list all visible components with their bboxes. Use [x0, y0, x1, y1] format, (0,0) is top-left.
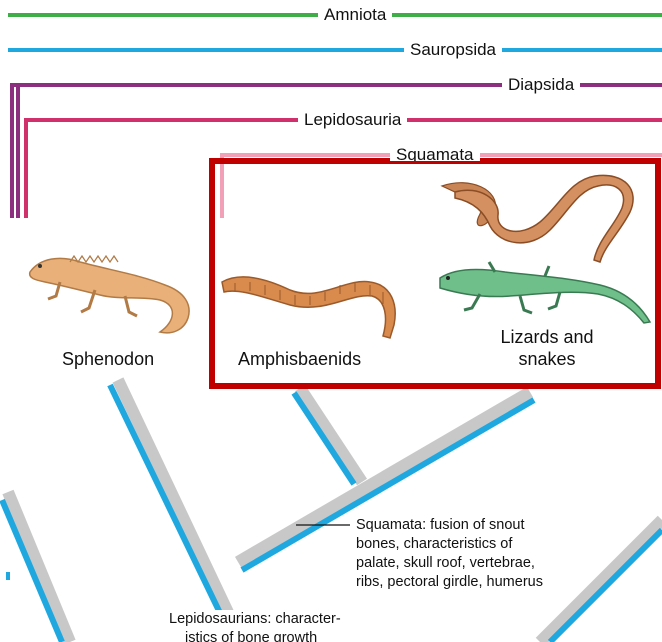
- edge-marker: [6, 572, 10, 580]
- branch-outer-right: [540, 520, 662, 642]
- clade-label-diapsida: Diapsida: [502, 75, 580, 95]
- taxon-label-lizards-snakes: Lizards and snakes: [482, 326, 612, 370]
- clade-label-lepidosauria: Lepidosauria: [298, 110, 407, 130]
- lepidosaurians-note: Lepidosaurians: character- istics of bon…: [166, 610, 344, 642]
- lizard-illustration: [440, 262, 650, 323]
- taxon-label-lizards-line1: Lizards and: [482, 326, 612, 348]
- squamata-note-line3: palate, skull roof, vertebrae,: [356, 554, 543, 573]
- branch-amphisbaenids: [294, 388, 362, 484]
- clade-label-squamata: Squamata: [390, 145, 480, 161]
- amphisbaenid-illustration: [222, 277, 395, 338]
- branch-outer-left: [2, 492, 70, 642]
- clade-label-amniota: Amniota: [318, 5, 392, 25]
- branch-sphenodon: [110, 380, 242, 642]
- taxon-label-amphisbaenids: Amphisbaenids: [238, 348, 361, 370]
- squamata-note-line4: ribs, pectoral girdle, humerus: [356, 573, 543, 592]
- squamata-note: Squamata: fusion of snout bones, charact…: [356, 516, 543, 592]
- clade-label-sauropsida: Sauropsida: [404, 40, 502, 60]
- lepidosaurians-note-line2: istics of bone growth: [169, 629, 341, 642]
- taxon-label-lizards-line2: snakes: [482, 348, 612, 370]
- snake-illustration: [442, 175, 633, 262]
- squamata-note-line1: Squamata: fusion of snout: [356, 516, 543, 535]
- lepidosaurians-note-line1: Lepidosaurians: character-: [169, 610, 341, 629]
- taxon-label-sphenodon: Sphenodon: [62, 348, 154, 370]
- squamata-note-line2: bones, characteristics of: [356, 535, 543, 554]
- sphenodon-illustration: [30, 256, 189, 333]
